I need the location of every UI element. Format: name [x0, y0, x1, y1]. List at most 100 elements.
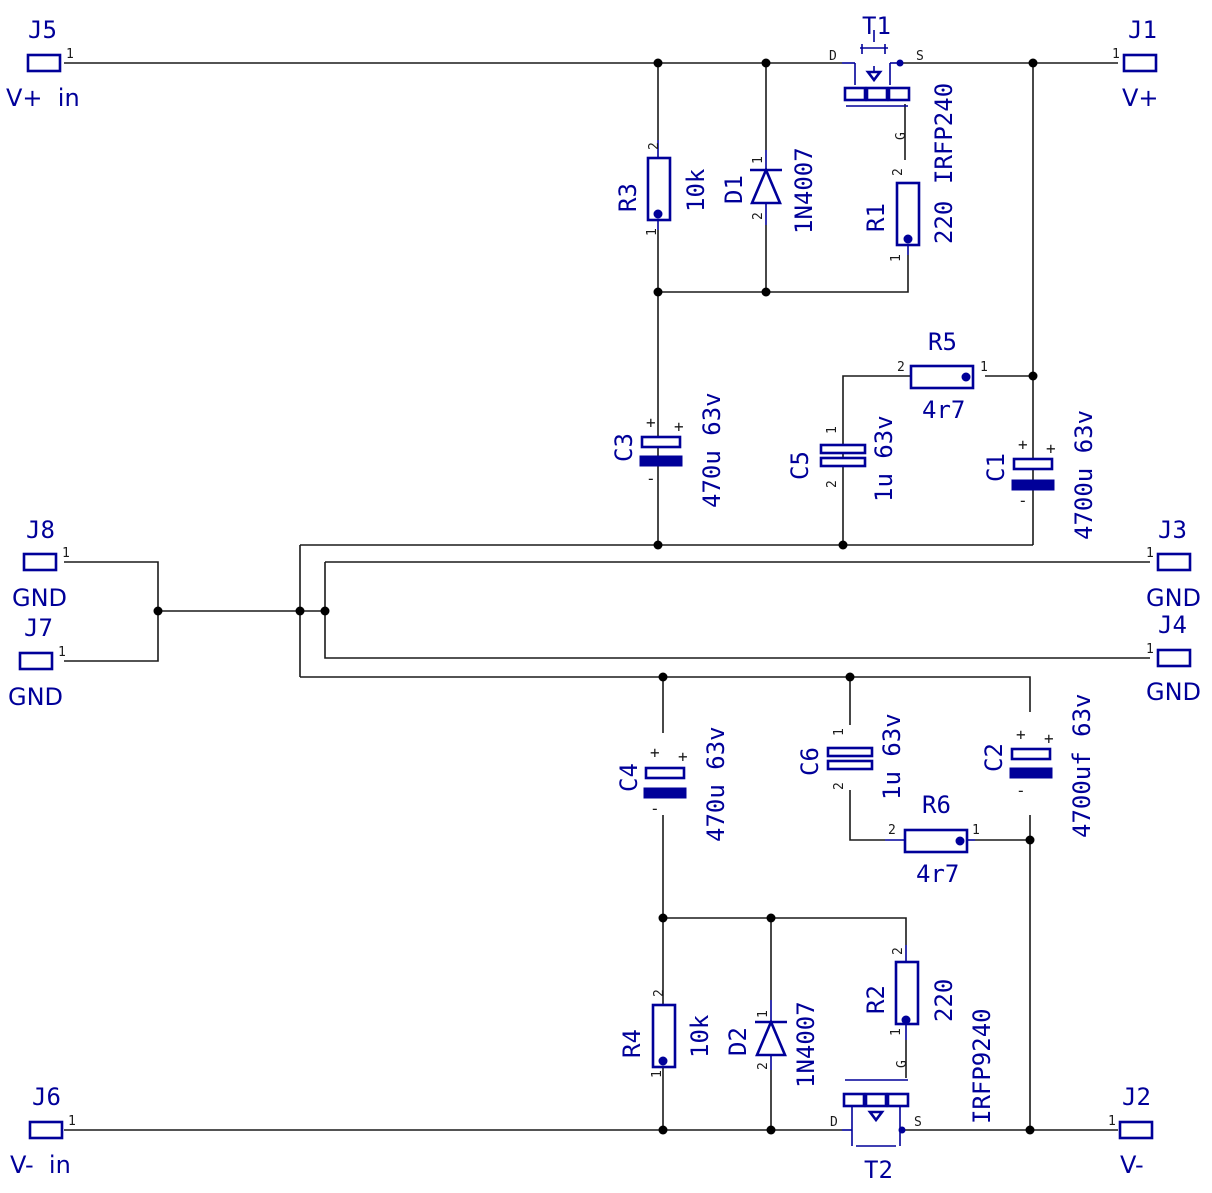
connector-label: GND	[8, 683, 63, 711]
connector-ref: J2	[1122, 1083, 1151, 1111]
component-ref: R6	[922, 791, 951, 819]
capacitor-plate-negative	[643, 787, 687, 799]
transistor-pin-pad	[864, 1092, 888, 1108]
component-ref: C4	[615, 763, 643, 792]
junction-dot	[658, 1125, 668, 1135]
polarity-minus: -	[646, 469, 656, 488]
diode-triangle	[755, 1018, 787, 1057]
connector-ref: J8	[26, 516, 55, 544]
pin-number: 1	[889, 1028, 904, 1036]
resistor-r5[interactable]: 2 1 R5 4r7	[897, 328, 988, 424]
capacitor-plate-negative	[639, 455, 683, 467]
polarity-minus: -	[650, 799, 660, 818]
component-ref: R5	[928, 328, 957, 356]
pin-number: 1	[832, 728, 847, 736]
component-value: 4700uf 63v	[1068, 694, 1096, 839]
connector-j2[interactable]: J2 V- 1	[1108, 1083, 1154, 1179]
connector-ref: J4	[1158, 611, 1187, 639]
pin-number: 1	[645, 228, 660, 236]
component-value: 10k	[686, 1014, 714, 1058]
connector-label: V+	[1122, 84, 1159, 112]
component-ref: C3	[610, 433, 638, 462]
connector-ref: J7	[24, 614, 53, 642]
polarity-plus: +	[678, 747, 688, 766]
capacitor-plate	[819, 443, 867, 455]
junction-dot	[658, 672, 668, 682]
pin-label-source: S	[914, 1115, 922, 1130]
component-ref: R4	[618, 1029, 646, 1058]
connector-ref: J6	[32, 1083, 61, 1111]
diode-d1[interactable]: 1 2 D1 1N4007	[720, 147, 818, 234]
junction-dot	[653, 287, 663, 297]
resistor-body	[909, 364, 975, 390]
connector-pad	[1156, 648, 1192, 668]
component-value: 1N4007	[790, 147, 818, 234]
polarity-plus: +	[646, 413, 656, 432]
transistor-pin-pad	[865, 86, 889, 102]
polarity-plus: +	[1018, 435, 1028, 454]
connector-j1[interactable]: J1 V+ 1	[1112, 16, 1159, 112]
pin-number: 1	[825, 426, 840, 434]
connector-j3[interactable]: J3 GND 1	[1146, 516, 1201, 612]
pin-number: 1	[62, 546, 70, 561]
component-value: 4r7	[916, 860, 959, 888]
resistor-r2[interactable]: 2 1 R2 220	[862, 945, 958, 1040]
resistor-r1[interactable]: 2 1 R1 220	[862, 168, 958, 262]
connector-j7[interactable]: J7 GND 1	[8, 614, 66, 711]
capacitor-c4[interactable]: + + - C4 470u 63v	[615, 726, 730, 842]
pin-label-drain: D	[829, 49, 837, 64]
component-value: IRFP9240	[968, 1008, 996, 1124]
pin-number: 2	[652, 989, 667, 997]
component-value: 470u 63v	[702, 726, 730, 842]
resistor-r3[interactable]: 2 1 R3 10k	[614, 140, 710, 236]
junction-dot	[653, 58, 663, 68]
capacitor-c5[interactable]: 1 2 C5 1u 63v	[786, 415, 898, 502]
component-value: IRFP240	[930, 83, 958, 184]
capacitor-c6[interactable]: 1 2 C6 1u 63v	[796, 713, 906, 800]
transistor-t2[interactable]: D S G T2 IRFP9240	[830, 1008, 996, 1184]
resistor-r4[interactable]: 2 1 R4 10k	[618, 989, 714, 1078]
transistor-pin-pad	[887, 86, 911, 102]
junction-dot	[1025, 835, 1035, 845]
component-value: 1u 63v	[878, 713, 906, 800]
mosfet-arrow	[865, 70, 883, 83]
pin-number: 2	[891, 168, 906, 176]
polarity-plus: +	[674, 417, 684, 436]
component-value: 1N4007	[792, 1001, 820, 1088]
pin-number: 1	[756, 1010, 771, 1018]
pin-label-source: S	[916, 49, 924, 64]
connector-j4[interactable]: J4 GND 1	[1146, 611, 1201, 706]
pin-number: 1	[66, 47, 74, 62]
connector-pad	[28, 1120, 64, 1140]
resistor-body	[646, 156, 672, 222]
wires	[64, 62, 1150, 1131]
pin-number: 2	[832, 782, 847, 790]
diode-d2[interactable]: 1 2 D2 1N4007	[724, 1000, 820, 1088]
capacitor-c2[interactable]: + + - C2 4700uf 63v	[980, 694, 1096, 839]
pin-number: 1	[751, 156, 766, 164]
component-ref: T2	[864, 1156, 893, 1184]
connector-j5[interactable]: J5 V+ in 1	[6, 16, 80, 112]
pin-number: 2	[897, 360, 905, 375]
component-value: 10k	[682, 168, 710, 212]
connector-j6[interactable]: J6 V- in 1	[10, 1083, 76, 1179]
connector-pad	[1156, 552, 1192, 572]
transistor-pin-pad	[886, 1092, 910, 1108]
connector-j8[interactable]: J8 GND 1	[12, 516, 70, 612]
pin-label-gate: G	[895, 1060, 910, 1068]
junction-dot	[658, 913, 668, 923]
connector-ref: J5	[28, 16, 57, 44]
resistor-body	[651, 1003, 677, 1069]
capacitor-plate-negative	[1011, 479, 1055, 491]
resistor-r6[interactable]: 2 1 R6 4r7	[885, 791, 980, 888]
component-ref: D1	[720, 175, 748, 204]
transistor-t1[interactable]: D S G T1 IRFP240	[829, 12, 958, 184]
capacitor-c3[interactable]: + + - C3 470u 63v	[610, 392, 726, 508]
polarity-plus: +	[650, 743, 660, 762]
pin-number: 2	[751, 212, 766, 220]
component-value: 220	[930, 979, 958, 1022]
capacitor-c1[interactable]: + + - C1 4700u 63v	[982, 410, 1098, 540]
pin-label-gate: G	[894, 132, 909, 140]
component-ref: R3	[614, 183, 642, 212]
